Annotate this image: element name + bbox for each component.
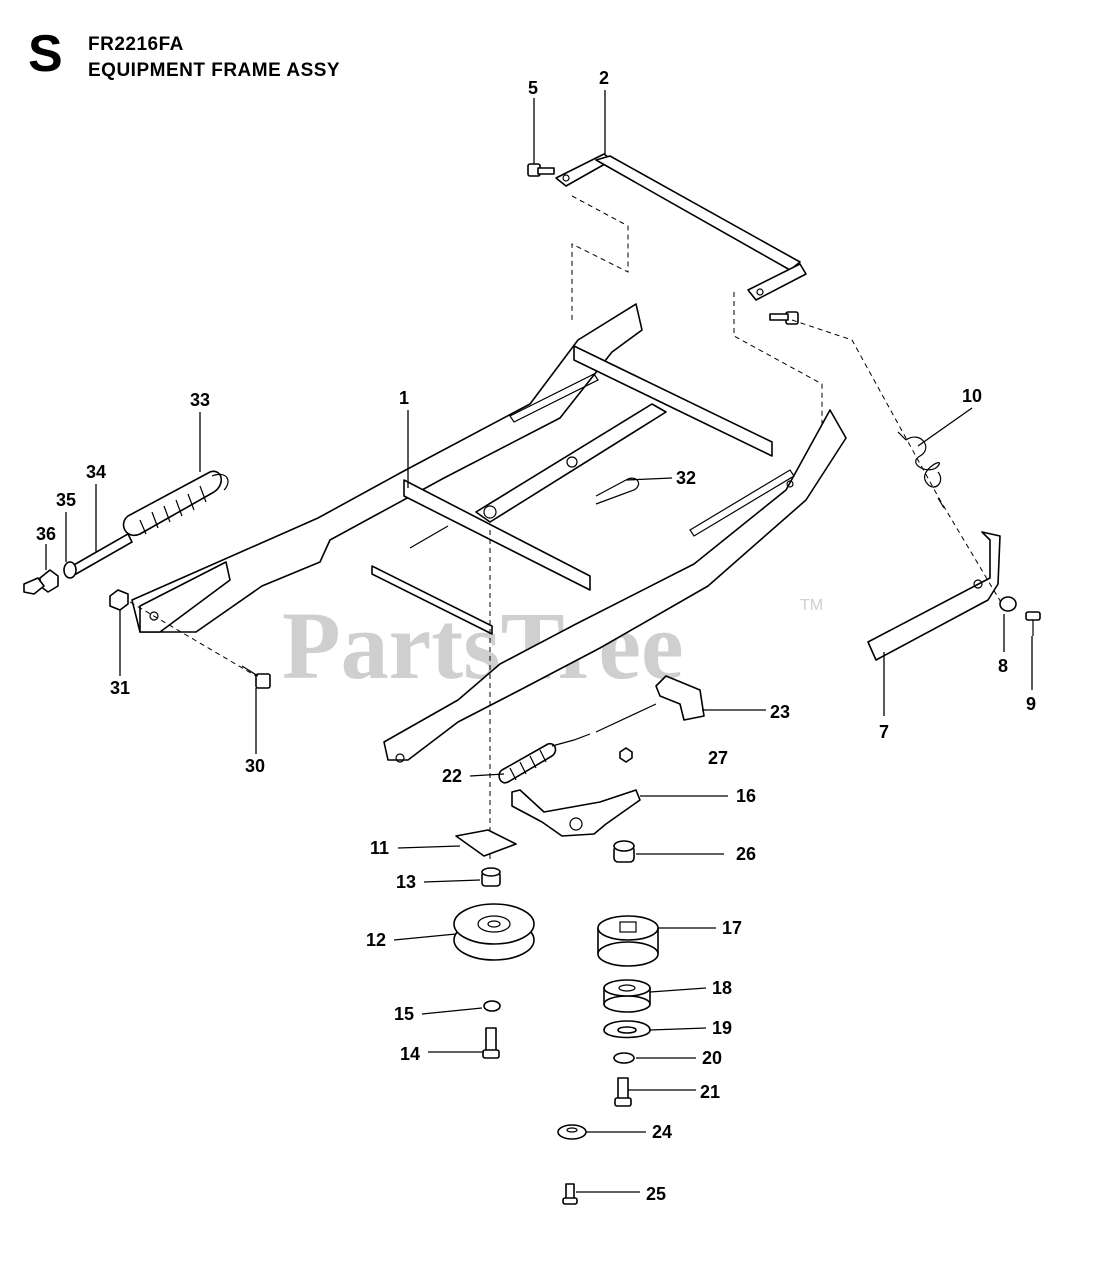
callout-13: 13: [396, 872, 416, 892]
part-25-screw: [562, 1183, 578, 1205]
guide-line-left: [571, 195, 629, 322]
part-36b-nut: [23, 577, 45, 595]
part-12-pulley: [453, 903, 535, 961]
model-number: FR2216FA: [88, 34, 184, 55]
part-14-bolt: [482, 1027, 500, 1059]
part-34-rod: [71, 533, 133, 575]
callout-35: 35: [56, 490, 76, 510]
callout-2: 2: [599, 68, 609, 88]
callout-23: 23: [770, 702, 790, 722]
part-26-spacer: [613, 840, 635, 863]
part-27-nut: [619, 747, 633, 763]
callout-18: 18: [712, 978, 732, 998]
callout-7: 7: [879, 722, 889, 742]
callout-21: 21: [700, 1082, 720, 1102]
part-2-lift-bar: [555, 153, 807, 301]
callout-8: 8: [998, 656, 1008, 676]
part-17-pulley: [597, 915, 659, 967]
guide-line-31: [129, 601, 257, 677]
callout-11: 11: [370, 838, 389, 858]
part-5-bolt: [527, 163, 555, 177]
callout-26: 26: [736, 844, 756, 864]
watermark-trademark: TM: [800, 597, 823, 614]
left-hanger-arm: [139, 561, 231, 633]
part-31-nut: [109, 589, 129, 611]
callout-10: 10: [962, 386, 982, 406]
part-30-bolt: [241, 665, 271, 689]
callout-34: 34: [86, 462, 106, 482]
part-33-extension-spring: [122, 470, 229, 537]
callout-14: 14: [400, 1044, 420, 1064]
part-32-hairpin-clip: [595, 477, 640, 505]
callout-31: 31: [110, 678, 130, 698]
callout-16: 16: [736, 786, 756, 806]
callout-5: 5: [528, 78, 538, 98]
part-7-lever-arm: [867, 531, 1001, 661]
part-16-idler-bracket: [511, 789, 641, 837]
part-20-washer: [613, 1052, 635, 1064]
part-11-plate: [455, 829, 517, 857]
callout-15: 15: [394, 1004, 414, 1024]
callout-24: 24: [652, 1122, 672, 1142]
callout-32: 32: [676, 468, 696, 488]
callout-19: 19: [712, 1018, 732, 1038]
part-23-cable-handle: [595, 675, 705, 733]
diagram-title: EQUIPMENT FRAME ASSY: [88, 60, 341, 81]
callout-27: 27: [708, 748, 728, 768]
part-35-washer: [63, 561, 77, 579]
section-letter: S: [28, 25, 63, 83]
part-18-bearing: [603, 979, 651, 1013]
callout-33: 33: [190, 390, 210, 410]
guide-line-right: [733, 292, 823, 430]
part-24-washer: [557, 1124, 587, 1140]
part-8-washer: [999, 596, 1017, 612]
part-22-spring: [498, 733, 591, 784]
part-9-screw: [1025, 611, 1041, 636]
lift-bar-bolt: [769, 311, 799, 325]
part-13-spacer: [481, 867, 501, 887]
callout-17: 17: [722, 918, 742, 938]
callout-12: 12: [366, 930, 386, 950]
guide-line-spring: [791, 319, 1003, 605]
part-15-washer: [483, 1000, 501, 1012]
callout-36: 36: [36, 524, 56, 544]
callout-20: 20: [702, 1048, 722, 1068]
callout-22: 22: [442, 766, 462, 786]
part-1-equipment-frame: [131, 303, 847, 763]
leader-lines: [45, 90, 1033, 1193]
part-36-nut: [39, 569, 59, 593]
callout-25: 25: [646, 1184, 666, 1204]
part-10-spring: [897, 431, 945, 509]
part-21-bolt: [614, 1077, 632, 1107]
callout-9: 9: [1026, 694, 1036, 714]
callout-1: 1: [399, 388, 409, 408]
part-19-snap-ring: [603, 1020, 651, 1039]
callout-30: 30: [245, 756, 265, 776]
